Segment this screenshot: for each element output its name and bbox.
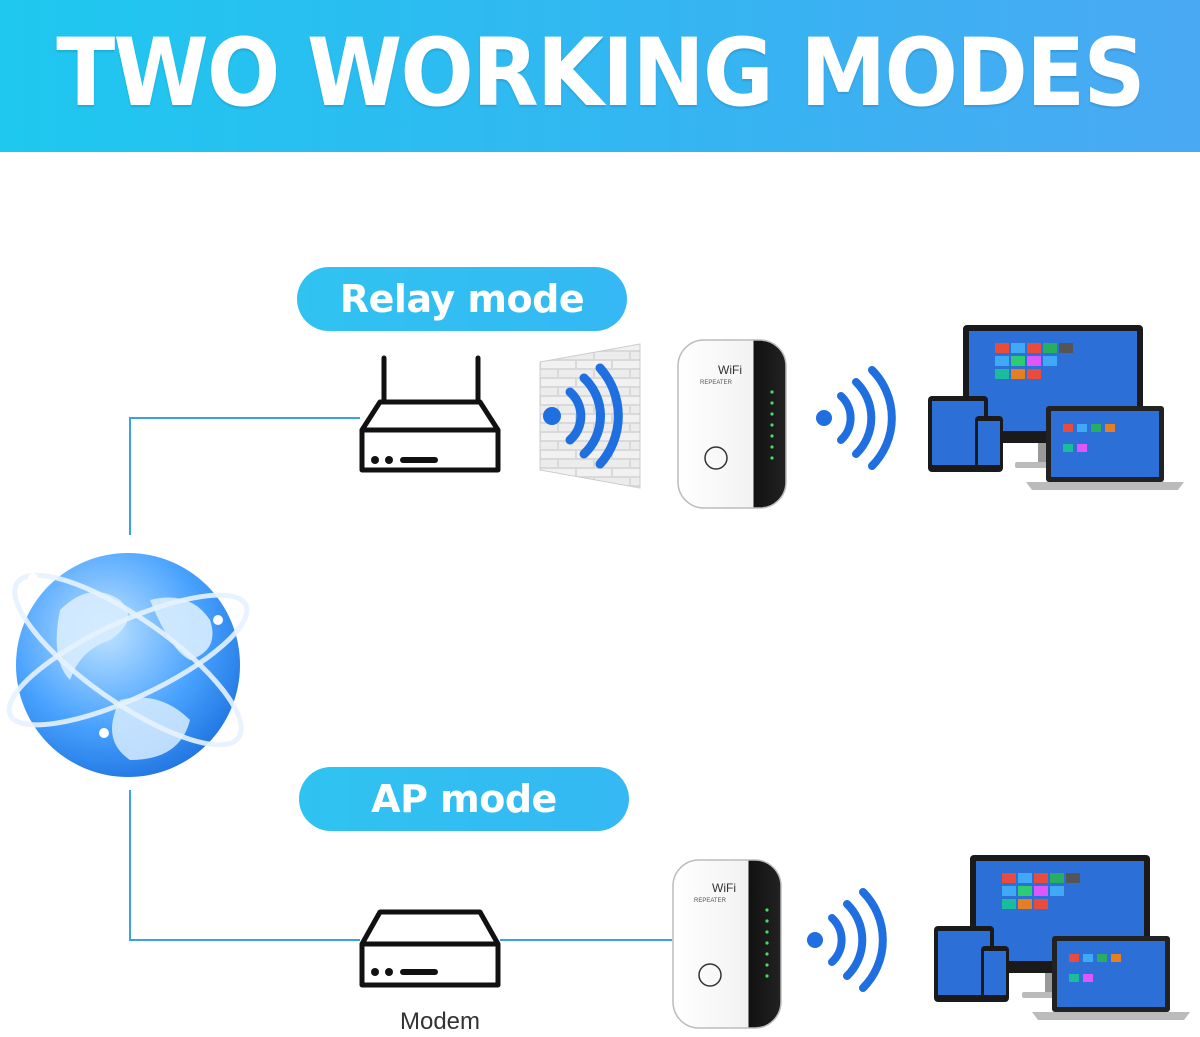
page-title: TWO WORKING MODES — [56, 19, 1145, 128]
relay-connection-line — [129, 417, 360, 535]
connection-lines — [129, 417, 672, 941]
router-icon — [359, 355, 501, 473]
repeater-text-ap: REPEATER — [694, 898, 727, 904]
repeater-brand: WiFi — [718, 363, 742, 377]
wifi-signal-icon — [807, 888, 887, 992]
relay-mode-label: Relay mode — [297, 267, 627, 331]
devices-icon — [928, 325, 1184, 490]
repeater-brand-ap: WiFi — [712, 881, 736, 895]
ap-mode-label: AP mode — [299, 767, 629, 831]
repeater-text: REPEATER — [700, 380, 733, 386]
modem-icon — [359, 909, 501, 988]
devices-icon — [934, 855, 1190, 1020]
header-banner: TWO WORKING MODES — [0, 0, 1200, 152]
wifi-repeater-icon: WiFi REPEATER — [677, 339, 787, 509]
ap-mode-text: AP mode — [371, 777, 557, 821]
wifi-signal-icon — [543, 363, 623, 469]
wifi-repeater-icon: WiFi REPEATER — [672, 859, 782, 1029]
ap-connection-line-to-modem — [129, 790, 360, 941]
brick-wall-icon — [539, 343, 641, 489]
wifi-signal-icon — [816, 366, 896, 470]
modem-label: Modem — [399, 1008, 481, 1035]
relay-mode-text: Relay mode — [339, 277, 585, 321]
globe-icon — [6, 553, 250, 777]
